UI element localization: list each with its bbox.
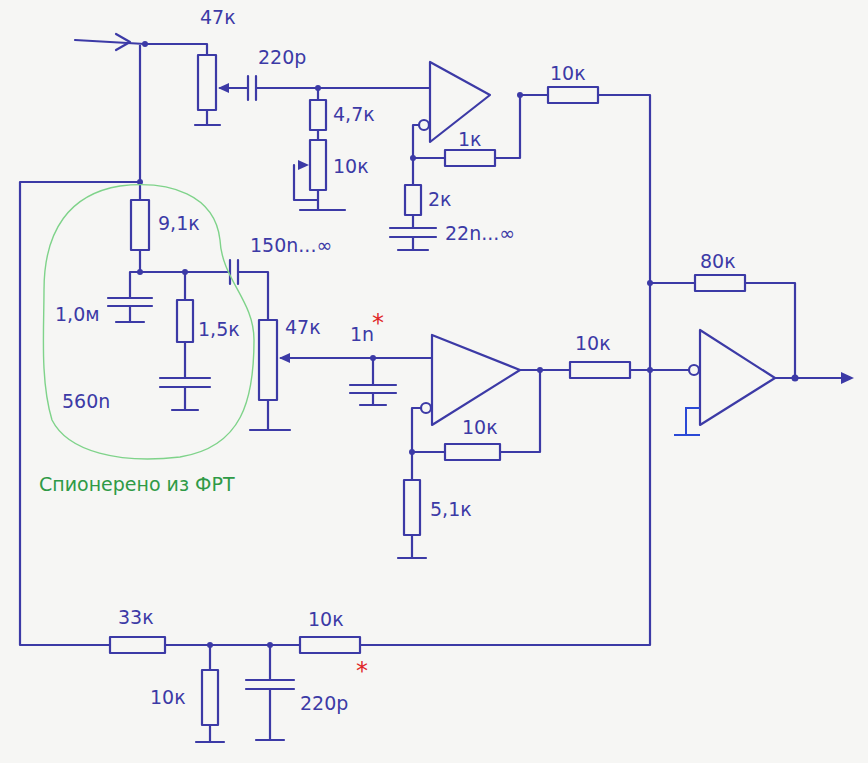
value-label-holder: 47к (285, 316, 321, 338)
junction-dot (647, 367, 653, 373)
junction-dot (517, 92, 523, 98)
junction-dot (409, 449, 415, 455)
component-value: 1,0м (55, 303, 100, 325)
component-value: 10к (575, 332, 611, 354)
component-value: 5,1к (430, 498, 472, 520)
input-arrow (116, 34, 130, 50)
component-value: 2к (428, 188, 452, 210)
junction-dot (182, 269, 188, 275)
component-value: 10к (462, 416, 498, 438)
wiper-arrowhead (298, 160, 309, 170)
junction-dot (142, 41, 148, 47)
value-label-holder: 47к (200, 6, 236, 28)
junction-dot (137, 269, 143, 275)
component-value: 10к (150, 686, 186, 708)
component-value: 10к (333, 155, 369, 177)
component-value: 47к (285, 316, 321, 338)
output-arrowhead (841, 372, 854, 384)
value-label-holder: 10к (550, 62, 586, 84)
component-value: 80к (700, 250, 736, 272)
value-label-holder: 1n (350, 323, 374, 345)
value-label-holder: 10к (575, 332, 611, 354)
value-label-holder: 80к (700, 250, 736, 272)
component-value: 4,7к (333, 103, 375, 125)
resistor-symbol (202, 670, 218, 725)
component-value: 560n (62, 390, 110, 412)
resistor-symbol (310, 100, 326, 130)
resistor-symbol (177, 300, 193, 342)
junction-dot (792, 375, 799, 382)
junction-dot (207, 642, 213, 648)
component-value: 150n...∞ (250, 234, 332, 256)
wiper-arrowhead (279, 353, 290, 363)
opamp-symbol (700, 330, 775, 425)
value-label-holder: 560n (62, 390, 110, 412)
value-label-holder: 22n...∞ (445, 222, 515, 244)
capacitor-symbol (108, 76, 436, 689)
value-label-holder: * (372, 312, 384, 335)
junction-dot (267, 642, 273, 648)
resistor-symbol (445, 150, 495, 166)
component-value: 9,1к (158, 212, 200, 234)
inverting-input-mark (689, 365, 699, 375)
region-outline-path (43, 185, 254, 459)
inverting-input-mark (419, 120, 429, 130)
junction-dot (647, 280, 653, 286)
resistor-symbol (110, 637, 165, 653)
resistor-symbol (131, 200, 149, 250)
value-label-holder: 5,1к (430, 498, 472, 520)
value-label-holder: 4,7к (333, 103, 375, 125)
component-value: 1,5к (198, 318, 240, 340)
value-label-holder: 33к (118, 606, 154, 628)
resistor-symbol (695, 275, 745, 291)
wire (20, 40, 845, 742)
potentiometer-symbol (259, 320, 277, 400)
component-value: 22n...∞ (445, 222, 515, 244)
value-label-holder: 10к (150, 686, 186, 708)
resistor-symbol (404, 480, 420, 535)
value-label-holder: 1,0м (55, 303, 100, 325)
component-value: 1к (458, 128, 482, 150)
wiper-arrowhead (218, 83, 229, 93)
component-value: 47к (200, 6, 236, 28)
resistor-symbol (445, 444, 500, 460)
potentiometer-symbol (198, 55, 216, 110)
value-label-holder: 10к (333, 155, 369, 177)
component-value: 220p (300, 692, 348, 714)
value-label-holder: 220p (258, 46, 306, 68)
resistor-symbol (300, 637, 360, 653)
ground-symbol (674, 408, 700, 435)
resistor-symbol (548, 87, 598, 103)
resistor-symbol (405, 185, 421, 215)
value-label-holder: 10к (462, 416, 498, 438)
ground-symbol (116, 125, 428, 742)
selection-mark: * (372, 309, 384, 337)
component-value: 1n (350, 323, 374, 345)
opamp-symbol (432, 335, 520, 425)
selection-mark: * (356, 657, 368, 685)
value-label-holder: 1,5к (198, 318, 240, 340)
resistor-symbol (570, 362, 630, 378)
value-label-holder: 220p (300, 692, 348, 714)
junction-dot (410, 155, 416, 161)
value-label-holder: 9,1к (158, 212, 200, 234)
value-label-holder: 2к (428, 188, 452, 210)
region-note: Спионерено из ФРТ (35, 472, 303, 500)
inverting-input-mark (421, 403, 431, 413)
component-value: 33к (118, 606, 154, 628)
value-label-holder: 1к (458, 128, 482, 150)
component-value: 220p (258, 46, 306, 68)
component-value: 10к (308, 608, 344, 630)
junction-dot (370, 355, 376, 361)
value-label-holder: 10к (308, 608, 344, 630)
value-label-holder: 150n...∞ (250, 234, 332, 256)
junction-dot (315, 85, 321, 91)
component-value: 10к (550, 62, 586, 84)
potentiometer-symbol (310, 140, 326, 190)
junction-dot (537, 367, 543, 373)
value-label-holder: * (356, 660, 368, 683)
